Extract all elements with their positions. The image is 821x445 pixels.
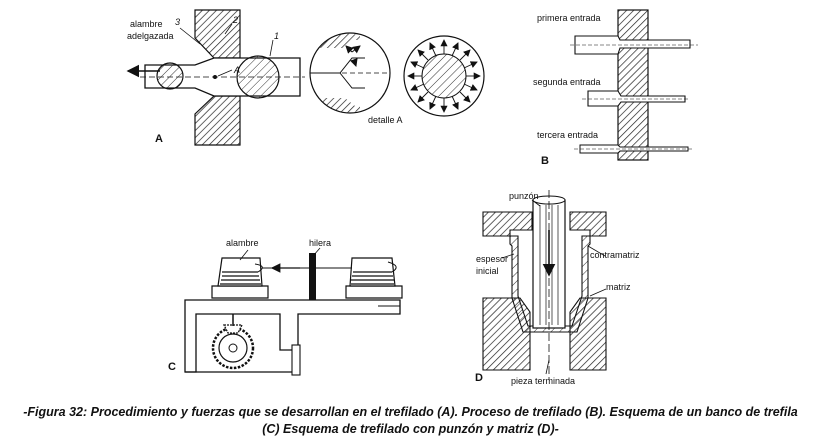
matriz-left xyxy=(482,297,531,371)
label-pieza-terminada: pieza terminada xyxy=(511,376,575,386)
label-tercera: tercera entrada xyxy=(537,130,598,140)
label-segunda: segunda entrada xyxy=(533,77,601,87)
detail-circle-radial xyxy=(403,35,485,117)
detail-circle-forces xyxy=(309,32,391,114)
left-drum xyxy=(211,257,269,299)
label-primera: primera entrada xyxy=(537,13,601,23)
top-plate-left xyxy=(482,211,533,237)
label-punzon: punzón xyxy=(509,191,539,201)
label-alambre-c: alambre xyxy=(226,238,259,248)
figure-diagram: alambre adelgazada 3 2 1 A A xyxy=(126,9,698,386)
label-contramatriz: contramatriz xyxy=(590,250,640,260)
die-lower xyxy=(194,95,241,146)
workpiece-cup xyxy=(509,235,591,333)
figure-caption-line-1: -Figura 32: Procedimiento y fuerzas que … xyxy=(23,405,798,419)
hilera-block xyxy=(309,253,316,300)
label-point-a: A xyxy=(233,65,240,75)
panel-letter-b: B xyxy=(541,155,549,167)
right-drum xyxy=(345,257,403,299)
gear xyxy=(211,314,255,370)
label-adelgazada: adelgazada xyxy=(127,31,174,41)
figure-caption-line-2: (C) Esquema de trefilado con punzón y ma… xyxy=(262,422,559,436)
section-thick xyxy=(236,55,280,99)
panel-letter-a: A xyxy=(155,133,163,145)
label-num-2: 2 xyxy=(232,15,238,25)
die-plate xyxy=(617,9,649,161)
panel-letter-d: D xyxy=(475,372,483,384)
label-inicial: inicial xyxy=(476,266,499,276)
panel-b: primera entrada segunda entrada tercera … xyxy=(533,9,698,167)
label-hilera: hilera xyxy=(309,238,331,248)
panel-letter-c: C xyxy=(168,361,176,373)
wire-pass-2 xyxy=(587,90,686,107)
label-num-3: 3 xyxy=(175,17,180,27)
label-detalle-a: detalle A xyxy=(368,115,403,125)
label-espesor: espesor xyxy=(476,254,508,264)
label-num-1: 1 xyxy=(274,31,279,41)
label-matriz: matriz xyxy=(606,282,631,292)
panel-d: punzón espesor inicial contramatriz matr… xyxy=(475,190,640,386)
matriz-right xyxy=(569,297,607,371)
top-plate-right xyxy=(569,211,607,237)
panel-a: alambre adelgazada 3 2 1 A A xyxy=(126,9,485,146)
label-alambre: alambre xyxy=(130,19,163,29)
panel-c: alambre hilera C xyxy=(168,238,403,376)
section-thin xyxy=(156,62,184,90)
